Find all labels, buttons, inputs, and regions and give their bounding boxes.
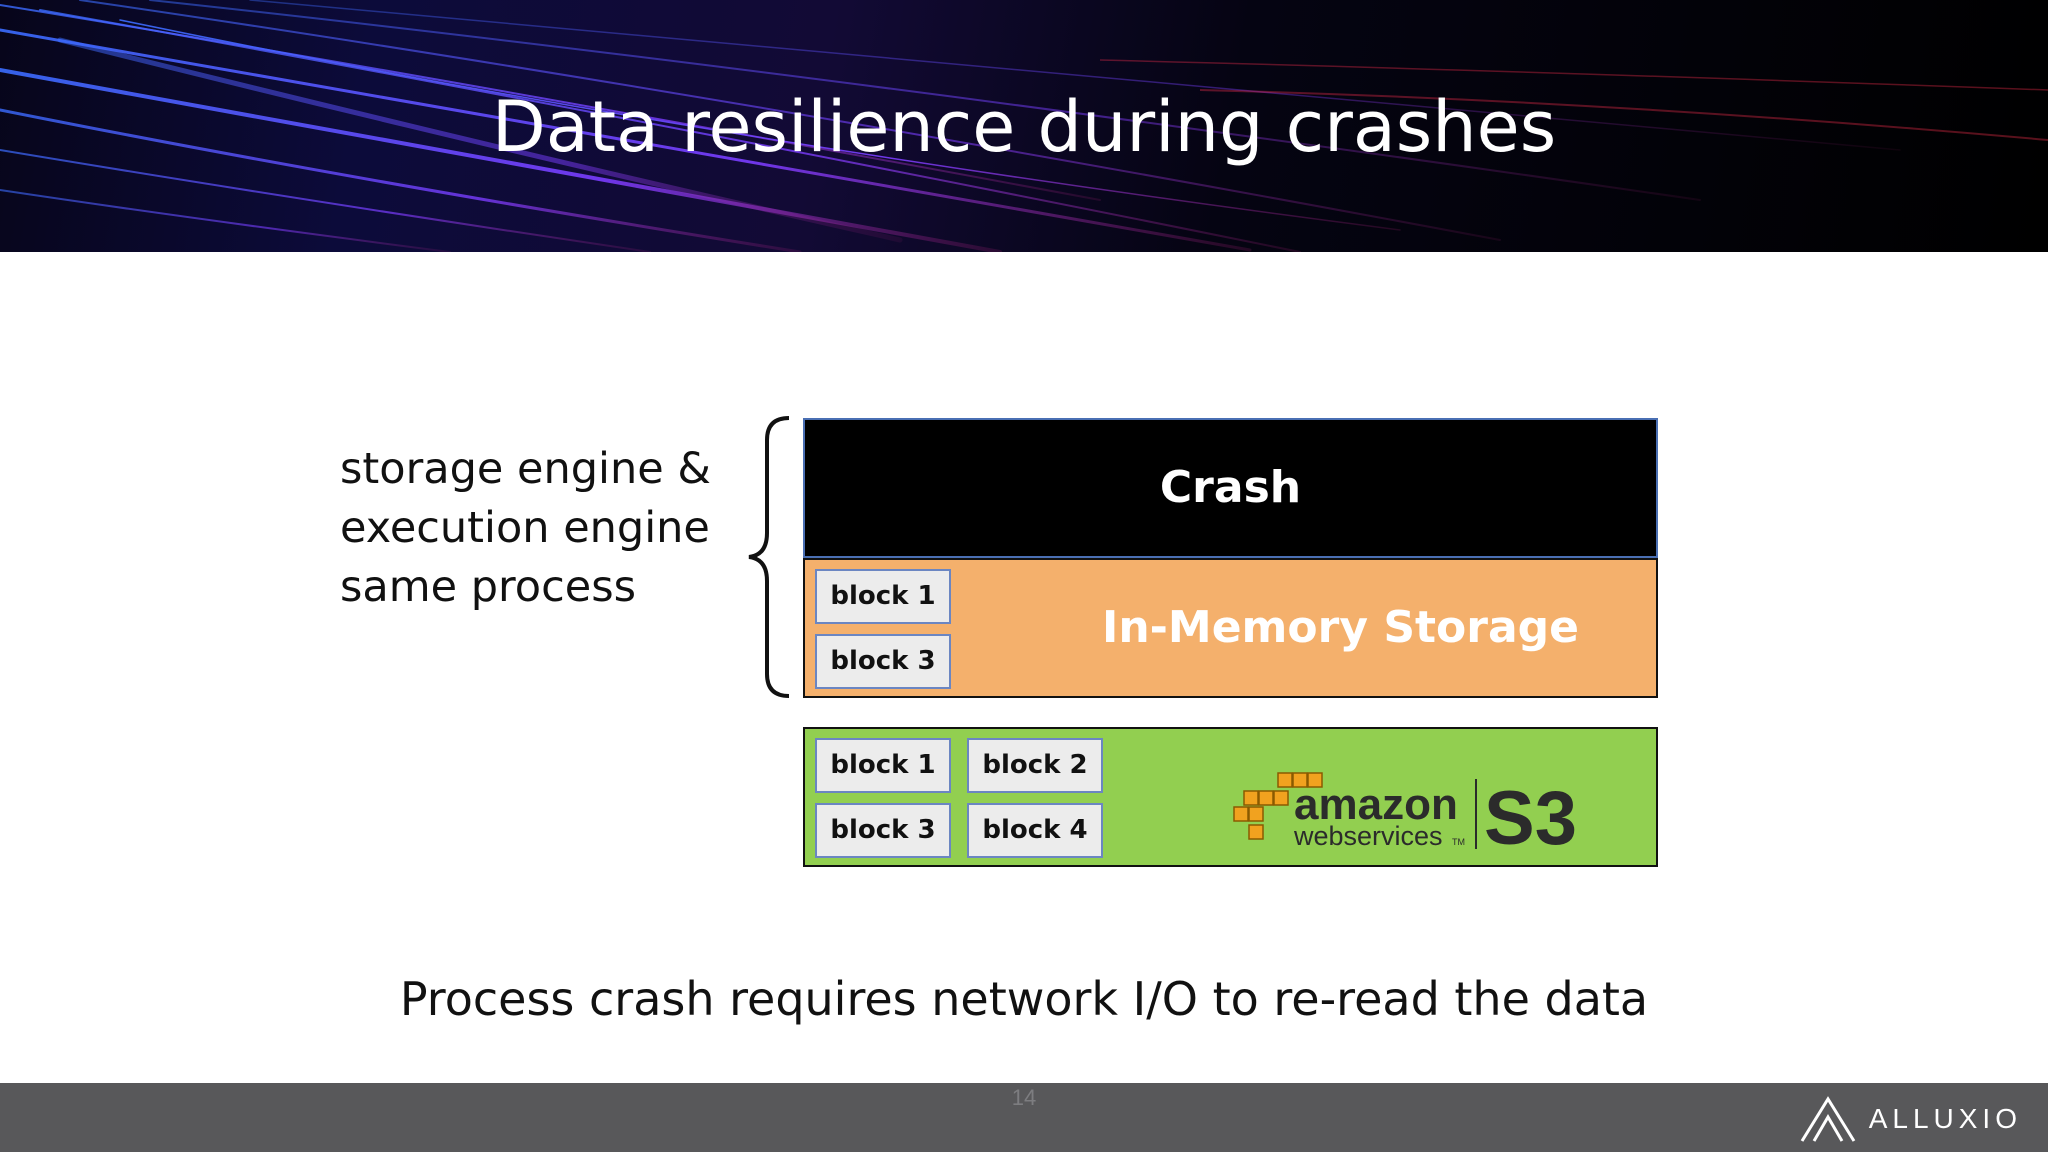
- aws-subword: webservices: [1293, 821, 1443, 849]
- slide-title: Data resilience during crashes: [491, 86, 1557, 168]
- aws-service-name: S3: [1484, 776, 1577, 849]
- crash-label: Crash: [1159, 462, 1302, 513]
- s3-block: block 3: [815, 803, 951, 858]
- brand-name: ALLUXIO: [1868, 1103, 2022, 1134]
- slide-caption: Process crash requires network I/O to re…: [399, 972, 1649, 1026]
- aws-word: amazon: [1294, 780, 1458, 829]
- footer-bar: 14 ALLUXIO: [0, 1083, 2048, 1152]
- aws-trademark: TM: [1452, 837, 1465, 847]
- s3-storage-box: block 1 block 2 block 3 block 4 amazon w…: [803, 727, 1658, 867]
- light-streaks-background: [0, 0, 2048, 252]
- aws-cubes-icon: [1233, 772, 1323, 840]
- page-number: 14: [1011, 1085, 1037, 1110]
- side-note-line: same process: [340, 562, 637, 612]
- memory-block: block 1: [815, 569, 951, 624]
- in-memory-storage-box: block 1 block 3 In-Memory Storage: [803, 558, 1658, 698]
- side-note-line: storage engine &: [340, 444, 711, 494]
- s3-block: block 4: [967, 803, 1103, 858]
- title-banner: Data resilience during crashes: [0, 0, 2048, 252]
- alluxio-logo-icon: [1800, 1096, 1855, 1142]
- aws-s3-logo: amazon webservices TM S3: [1233, 772, 1577, 849]
- s3-block: block 1: [815, 738, 951, 793]
- crash-box: Crash: [803, 418, 1658, 558]
- s3-block: block 2: [967, 738, 1103, 793]
- brand-logo: ALLUXIO: [1799, 1093, 2022, 1145]
- in-memory-storage-label: In-Memory Storage: [1101, 602, 1580, 653]
- side-note: storage engine & execution engine same p…: [340, 440, 720, 617]
- memory-block: block 3: [815, 634, 951, 689]
- side-note-line: execution engine: [340, 503, 710, 553]
- curly-brace-icon: [748, 416, 790, 698]
